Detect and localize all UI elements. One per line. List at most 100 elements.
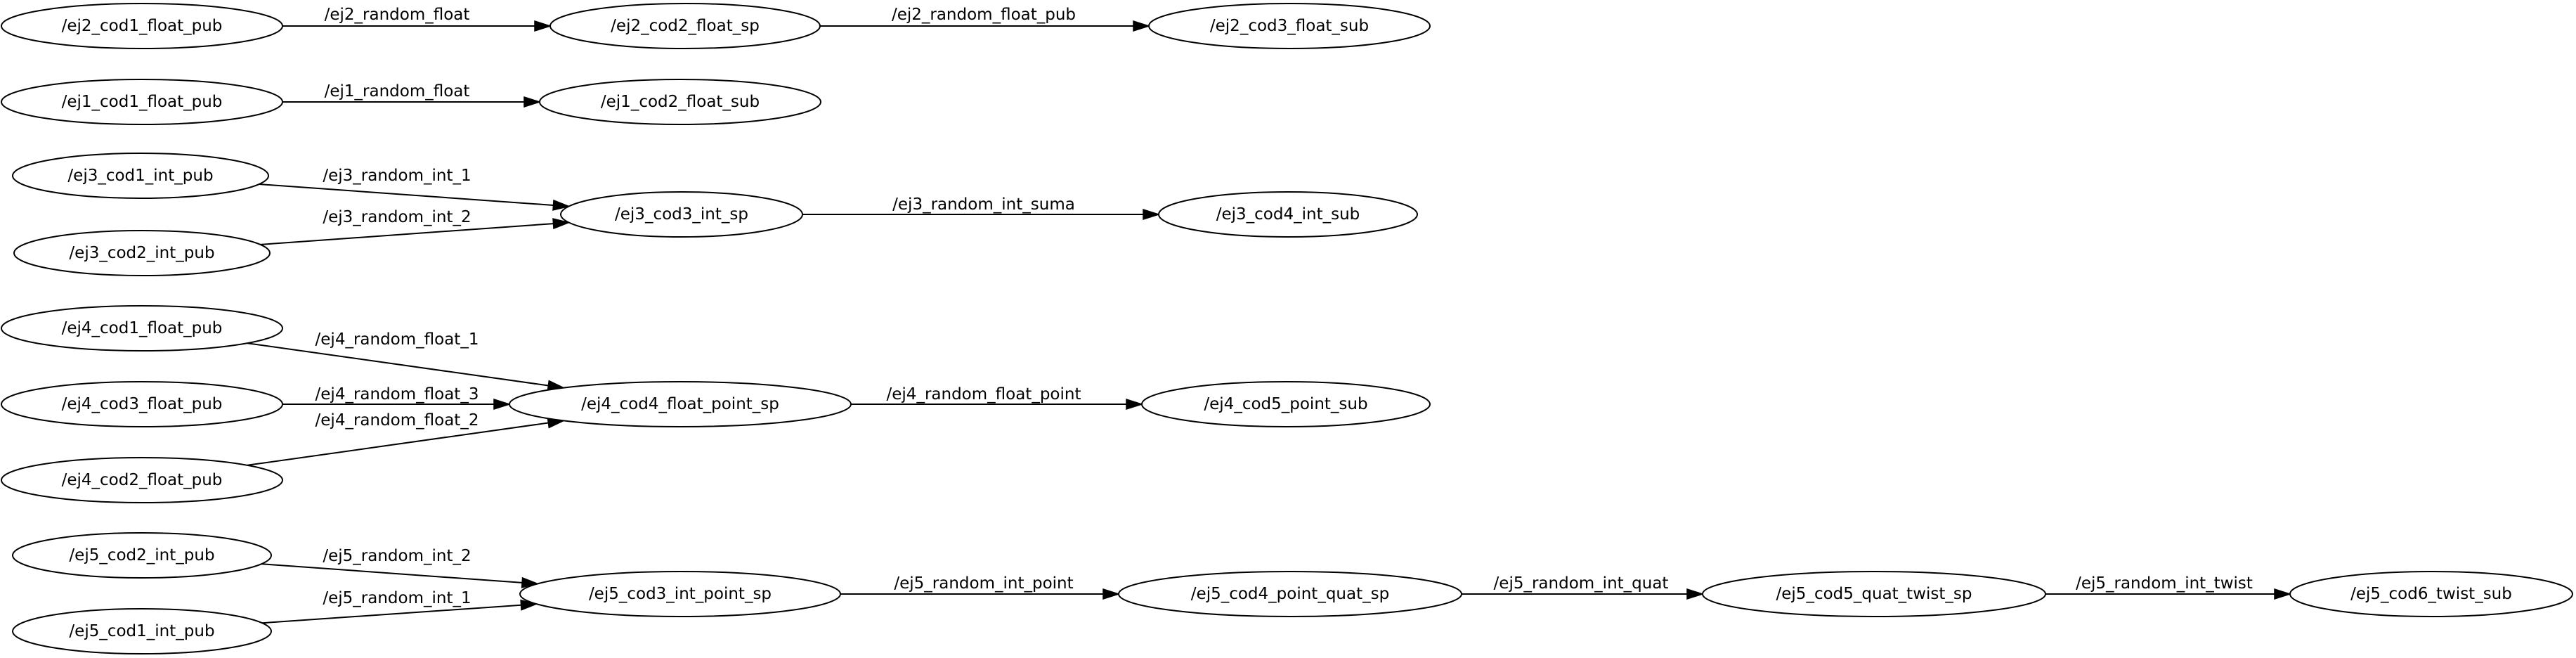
node-ellipse: [539, 79, 821, 125]
node-ej3_cod1[interactable]: /ej3_cod1_int_pub: [12, 153, 269, 199]
edge-label: /ej4_random_float_1: [316, 330, 479, 349]
node-label: /ej1_cod1_float_pub: [62, 93, 223, 111]
arrowhead-icon: [1133, 20, 1151, 32]
edge-label: /ej5_random_int_quat: [1494, 574, 1669, 593]
node-ellipse: [1141, 381, 1431, 427]
node-label: /ej5_cod3_int_point_sp: [589, 585, 772, 603]
node-ellipse: [2289, 571, 2573, 617]
node-ellipse: [1, 79, 283, 125]
edge-label: /ej2_random_float_pub: [892, 6, 1076, 24]
edge-line: [259, 183, 554, 206]
node-ej5_cod6[interactable]: /ej5_cod6_twist_sub: [2289, 571, 2573, 617]
node-ej5_cod1[interactable]: /ej5_cod1_int_pub: [12, 608, 272, 654]
node-label: /ej3_cod2_int_pub: [69, 244, 214, 262]
nodes-layer: /ej2_cod1_float_pub/ej2_cod2_float_sp/ej…: [1, 3, 2573, 654]
node-ej5_cod4[interactable]: /ej5_cod4_point_quat_sp: [1118, 571, 1462, 617]
node-ellipse: [1702, 571, 2046, 617]
node-ej5_cod3[interactable]: /ej5_cod3_int_point_sp: [519, 571, 841, 617]
node-ej3_cod3[interactable]: /ej3_cod3_int_sp: [560, 191, 803, 238]
edge-ej4_cod3-to-ej4_cod4: /ej4_random_float_3: [282, 385, 512, 411]
node-label: /ej2_cod1_float_pub: [62, 17, 223, 35]
arrowhead-icon: [552, 218, 571, 230]
edge-line: [261, 563, 523, 583]
edge-ej3_cod3-to-ej3_cod4: /ej3_random_int_suma: [802, 195, 1161, 221]
edge-line: [247, 342, 549, 387]
edge-ej5_cod2-to-ej5_cod3: /ej5_random_int_2: [261, 547, 540, 588]
node-label: /ej3_cod3_int_sp: [615, 205, 748, 224]
node-ej5_cod5[interactable]: /ej5_cod5_quat_twist_sp: [1702, 571, 2046, 617]
arrowhead-icon: [1143, 208, 1161, 221]
node-ej5_cod2[interactable]: /ej5_cod2_int_pub: [12, 532, 272, 579]
node-label: /ej5_cod4_point_quat_sp: [1191, 585, 1389, 603]
edge-label: /ej5_random_int_2: [323, 547, 471, 565]
edge-ej5_cod5-to-ej5_cod6: /ej5_random_int_twist: [2045, 574, 2292, 600]
node-ej3_cod2[interactable]: /ej3_cod2_int_pub: [13, 230, 271, 276]
edge-label: /ej5_random_int_point: [894, 574, 1073, 593]
edge-ej2_cod2-to-ej2_cod3: /ej2_random_float_pub: [820, 6, 1151, 32]
edge-label: /ej4_random_float_2: [316, 411, 479, 430]
arrowhead-icon: [1686, 588, 1705, 600]
node-label: /ej2_cod2_float_sp: [611, 17, 760, 35]
node-ellipse: [509, 381, 852, 427]
edge-ej5_cod1-to-ej5_cod3: /ej5_random_int_1: [261, 589, 538, 624]
node-ellipse: [12, 608, 272, 654]
node-ellipse: [549, 3, 821, 49]
edge-label: /ej4_random_float_point: [887, 385, 1081, 404]
node-label: /ej1_cod2_float_sub: [601, 93, 760, 111]
node-ej3_cod4[interactable]: /ej3_cod4_int_sub: [1158, 191, 1418, 238]
edge-ej3_cod2-to-ej3_cod3: /ej3_random_int_2: [260, 208, 571, 245]
edge-line: [260, 223, 554, 245]
node-ellipse: [1, 305, 283, 351]
node-label: /ej4_cod4_float_point_sp: [581, 395, 779, 413]
node-ellipse: [13, 230, 271, 276]
node-ej1_cod2[interactable]: /ej1_cod2_float_sub: [539, 79, 821, 125]
edge-ej2_cod1-to-ej2_cod2: /ej2_random_float: [282, 6, 552, 32]
node-ej4_cod5[interactable]: /ej4_cod5_point_sub: [1141, 381, 1431, 427]
edges-layer: /ej2_random_float/ej2_random_float_pub/e…: [247, 6, 2292, 624]
arrowhead-icon: [2274, 588, 2292, 600]
arrowhead-icon: [534, 20, 552, 32]
node-label: /ej4_cod5_point_sub: [1204, 395, 1367, 413]
edge-ej5_cod4-to-ej5_cod5: /ej5_random_int_quat: [1462, 574, 1705, 600]
node-label: /ej3_cod4_int_sub: [1216, 205, 1360, 224]
node-ellipse: [12, 532, 272, 579]
node-ellipse: [1, 381, 283, 427]
edge-ej5_cod3-to-ej5_cod4: /ej5_random_int_point: [840, 574, 1121, 600]
node-ellipse: [1, 3, 283, 49]
node-ej2_cod2[interactable]: /ej2_cod2_float_sp: [549, 3, 821, 49]
node-ej4_cod4[interactable]: /ej4_cod4_float_point_sp: [509, 381, 852, 427]
edge-ej4_cod2-to-ej4_cod4: /ej4_random_float_2: [247, 411, 566, 466]
arrowhead-icon: [1102, 588, 1121, 600]
node-ej2_cod3[interactable]: /ej2_cod3_float_sub: [1148, 3, 1431, 49]
node-ellipse: [560, 191, 803, 238]
node-label: /ej4_cod3_float_pub: [62, 395, 223, 413]
edge-ej4_cod1-to-ej4_cod4: /ej4_random_float_1: [247, 330, 566, 392]
node-ej4_cod2[interactable]: /ej4_cod2_float_pub: [1, 457, 283, 503]
node-ellipse: [1118, 571, 1462, 617]
node-ellipse: [1, 457, 283, 503]
edge-ej1_cod1-to-ej1_cod2: /ej1_random_float: [282, 82, 542, 108]
edge-line: [261, 604, 521, 624]
node-ellipse: [1158, 191, 1418, 238]
edge-line: [247, 422, 549, 466]
arrowhead-icon: [552, 199, 571, 211]
edge-label: /ej4_random_float_3: [316, 385, 479, 404]
node-ellipse: [519, 571, 841, 617]
node-label: /ej5_cod5_quat_twist_sp: [1776, 585, 1972, 603]
edge-label: /ej1_random_float: [325, 82, 470, 101]
edge-label: /ej3_random_int_2: [323, 208, 471, 226]
node-label: /ej5_cod1_int_pub: [69, 622, 214, 640]
node-label: /ej4_cod1_float_pub: [62, 319, 223, 337]
edge-ej3_cod1-to-ej3_cod3: /ej3_random_int_1: [259, 167, 571, 211]
node-ej4_cod1[interactable]: /ej4_cod1_float_pub: [1, 305, 283, 351]
node-ej1_cod1[interactable]: /ej1_cod1_float_pub: [1, 79, 283, 125]
node-label: /ej5_cod2_int_pub: [69, 546, 214, 565]
edge-label: /ej5_random_int_1: [323, 589, 471, 607]
node-ej2_cod1[interactable]: /ej2_cod1_float_pub: [1, 3, 283, 49]
arrowhead-icon: [1126, 398, 1144, 411]
arrowhead-icon: [523, 96, 542, 108]
node-label: /ej4_cod2_float_pub: [62, 471, 223, 489]
node-label: /ej5_cod6_twist_sub: [2350, 585, 2512, 603]
node-ej4_cod3[interactable]: /ej4_cod3_float_pub: [1, 381, 283, 427]
